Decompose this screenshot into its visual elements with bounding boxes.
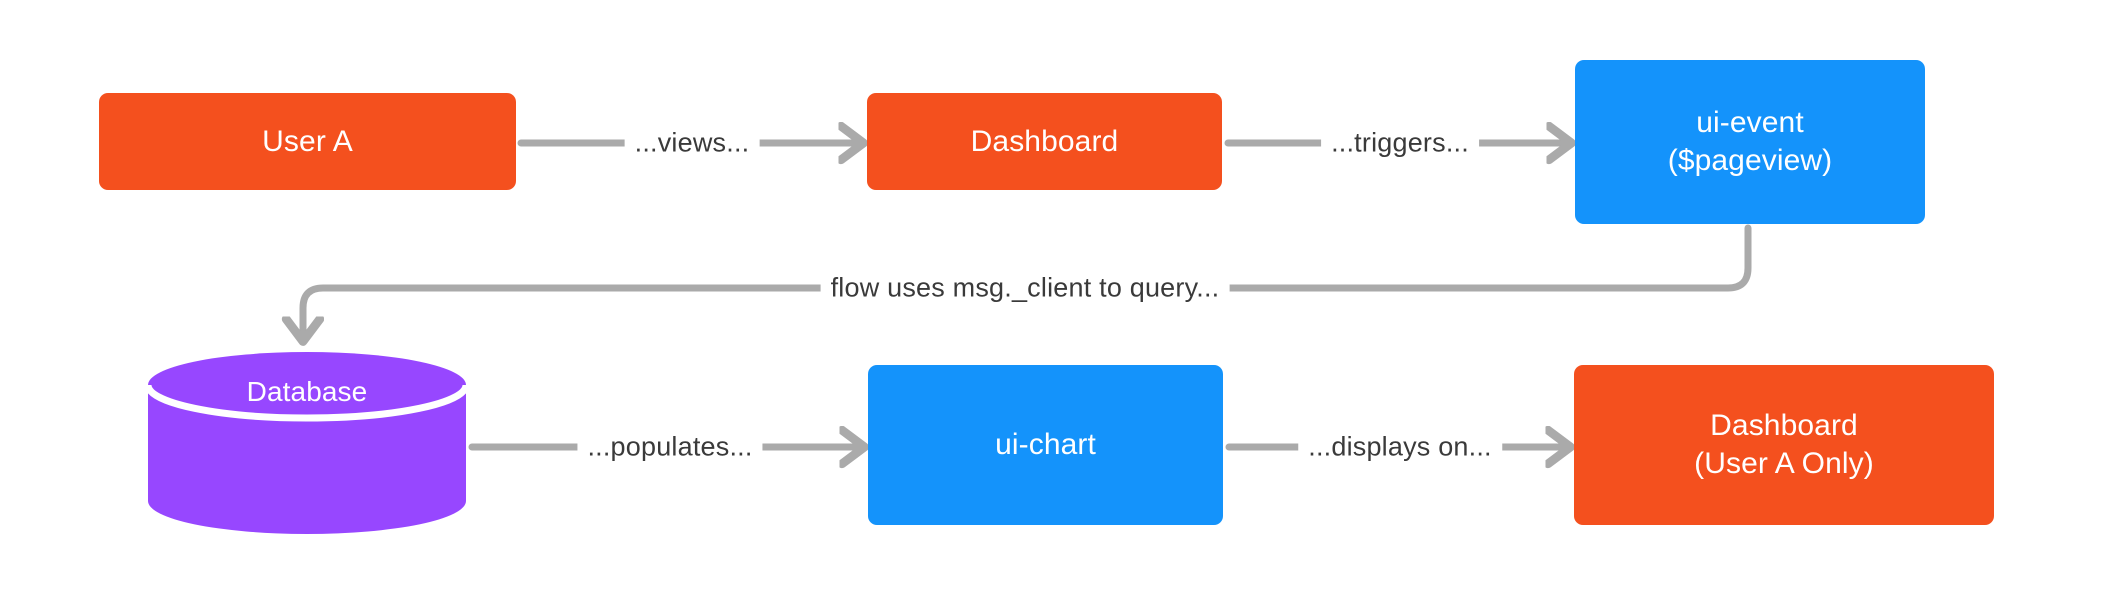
node-database[interactable]: Database xyxy=(148,352,466,534)
node-dashboard-user-a-label-line2: (User A Only) xyxy=(1694,447,1874,480)
edge-label-query: flow uses msg._client to query... xyxy=(820,272,1230,304)
node-dashboard-top[interactable]: Dashboard xyxy=(867,93,1222,190)
database-cylinder-icon xyxy=(148,352,466,534)
node-ui-event-label-line2: ($pageview) xyxy=(1667,144,1833,177)
node-dashboard-top-label: Dashboard xyxy=(970,124,1119,158)
edge-label-views: ...views... xyxy=(624,127,760,159)
node-database-label: Database xyxy=(246,376,368,407)
edge-label-populates: ...populates... xyxy=(577,431,763,463)
edge-label-triggers: ...triggers... xyxy=(1321,127,1479,159)
node-dashboard-user-a[interactable]: Dashboard (User A Only) xyxy=(1574,365,1994,525)
node-dashboard-user-a-label-line1: Dashboard xyxy=(1710,409,1858,443)
node-ui-chart-label: ui-chart xyxy=(995,428,1096,462)
node-ui-chart[interactable]: ui-chart xyxy=(868,365,1223,525)
node-user-a-label: User A xyxy=(262,124,353,158)
node-ui-event[interactable]: ui-event ($pageview) xyxy=(1575,60,1925,224)
node-ui-event-label-line1: ui-event xyxy=(1696,106,1804,140)
edge-label-displays: ...displays on... xyxy=(1298,431,1502,463)
node-user-a[interactable]: User A xyxy=(99,93,516,190)
